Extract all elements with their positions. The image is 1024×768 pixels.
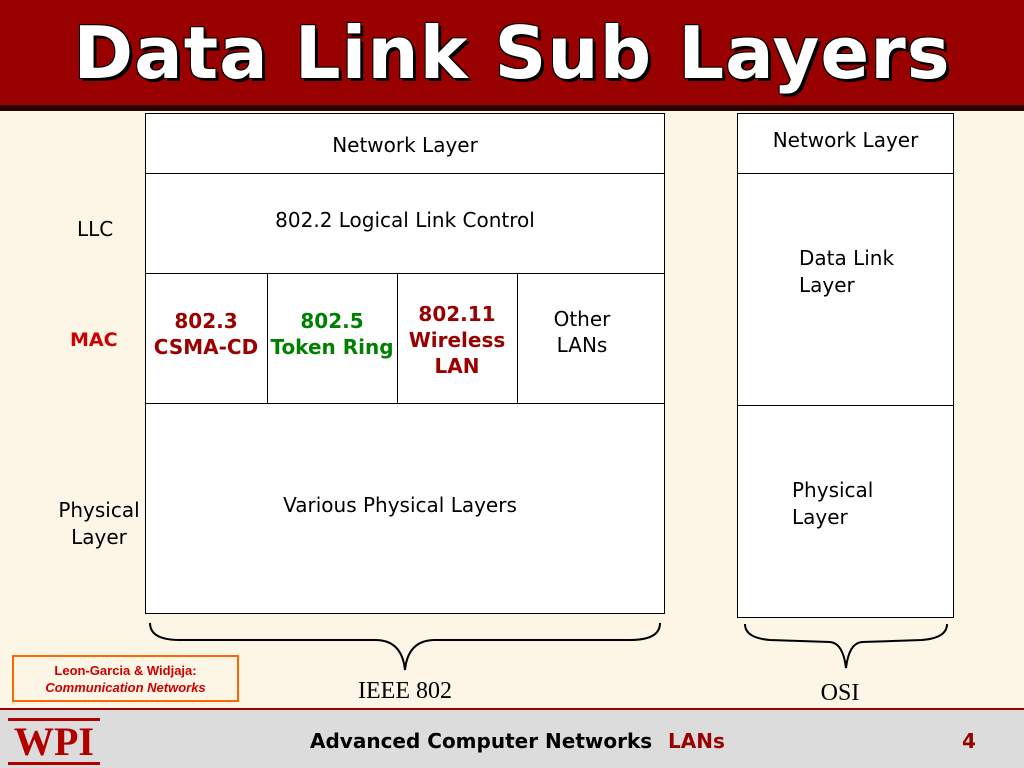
osi-divider-network [737,173,954,174]
logo-text: WPI [14,719,94,764]
ieee802-network-layer: Network Layer [332,133,478,157]
mac-cell-line: 802.11 [418,302,496,326]
mac-divider-2 [397,273,398,403]
ieee802-divider-network [145,173,665,174]
side-label-physical: Physical Layer [55,497,143,551]
mac-cell-802-5: 802.5 Token Ring [267,308,397,360]
ieee802-physical-cell: Various Physical Layers [283,493,517,517]
mac-cell-line: LANs [556,333,608,357]
osi-data-link-line2: Layer [799,273,855,297]
wpi-logo: WPI [8,718,100,765]
ieee802-brace [149,622,661,671]
mac-cell-line: Wireless [408,328,506,352]
osi-network-layer: Network Layer [772,128,919,152]
title-divider [0,105,1024,111]
ieee802-llc-cell: 802.2 Logical Link Control [275,208,535,232]
osi-divider-datalink [737,405,954,406]
side-label-mac: MAC [70,329,118,351]
reference-authors: Leon-Garcia & Widjaja: [54,663,197,678]
slide-title: Data Link Sub Layers [73,11,951,95]
reference-box: Leon-Garcia & Widjaja: Communication Net… [12,655,239,702]
footer-bar [0,710,1024,768]
footer-page-number: 4 [962,729,976,753]
mac-divider-1 [267,273,268,403]
mac-cell-line: 802.5 [300,309,364,333]
mac-cell-802-11: 802.11 Wireless LAN [397,301,517,379]
osi-stack [737,113,954,618]
osi-caption: OSI [820,680,860,706]
mac-cell-line: 802.3 [174,309,238,333]
osi-data-link-line1: Data Link [799,246,895,270]
ieee802-caption: IEEE 802 [358,678,452,704]
ieee802-stack [145,113,665,614]
mac-cell-line: CSMA-CD [153,335,259,359]
osi-physical-line1: Physical [792,478,874,502]
side-label-physical-line1: Physical [58,498,140,522]
ieee802-divider-llc [145,273,665,274]
mac-cell-other-lans: Other LANs [517,306,647,358]
reference-book: Communication Networks [45,680,206,695]
side-label-llc: LLC [77,217,114,241]
mac-cell-line: Other [553,307,611,331]
osi-brace [744,623,948,669]
title-bar [0,0,1024,105]
side-label-physical-line2: Layer [71,525,127,549]
mac-cell-line: Token Ring [270,335,394,359]
osi-data-link-layer: Data Link Layer [799,245,894,299]
mac-divider-3 [517,273,518,403]
footer-divider [0,708,1024,711]
mac-cell-line: LAN [434,354,480,378]
mac-cell-802-3: 802.3 CSMA-CD [145,308,267,360]
logo-rule-bottom [8,762,100,765]
logo-rule-top [8,718,100,721]
ieee802-divider-mac [145,403,665,404]
footer-course: Advanced Computer Networks [310,729,653,753]
osi-physical-line2: Layer [792,505,848,529]
footer-topic: LANs [668,729,725,753]
osi-physical-layer: Physical Layer [792,477,873,531]
